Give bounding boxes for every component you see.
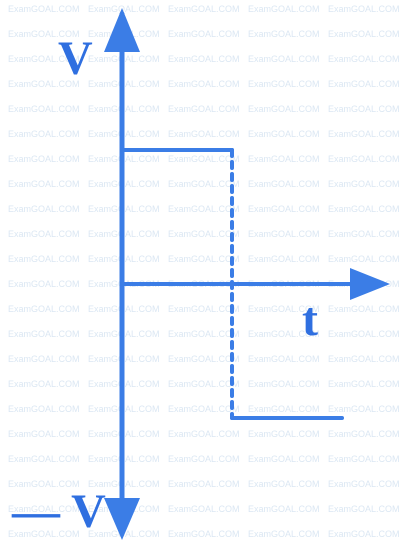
- watermark-text: ExamGOAL.COM: [8, 154, 80, 164]
- watermark-text: ExamGOAL.COM: [328, 254, 400, 264]
- watermark-text: ExamGOAL.COM: [168, 354, 240, 364]
- watermark-text: ExamGOAL.COM: [168, 79, 240, 89]
- watermark-text: ExamGOAL.COM: [248, 379, 320, 389]
- watermark-text: ExamGOAL.COM: [248, 454, 320, 464]
- watermark-text: ExamGOAL.COM: [328, 204, 400, 214]
- watermark-text: ExamGOAL.COM: [8, 179, 80, 189]
- watermark-text: ExamGOAL.COM: [248, 354, 320, 364]
- watermark-text: ExamGOAL.COM: [168, 529, 240, 539]
- watermark-text: ExamGOAL.COM: [248, 104, 320, 114]
- watermark-text: ExamGOAL.COM: [248, 429, 320, 439]
- watermark-text: ExamGOAL.COM: [328, 379, 400, 389]
- watermark-text: ExamGOAL.COM: [168, 204, 240, 214]
- y-axis-top-arrow: [104, 8, 140, 52]
- watermark-text: ExamGOAL.COM: [8, 254, 80, 264]
- watermark-text: ExamGOAL.COM: [168, 329, 240, 339]
- watermark-text: ExamGOAL.COM: [168, 254, 240, 264]
- watermark-text: ExamGOAL.COM: [248, 4, 320, 14]
- watermark-text: ExamGOAL.COM: [248, 129, 320, 139]
- watermark-text: ExamGOAL.COM: [168, 379, 240, 389]
- watermark-text: ExamGOAL.COM: [248, 29, 320, 39]
- watermark-text: ExamGOAL.COM: [8, 404, 80, 414]
- watermark-text: ExamGOAL.COM: [248, 254, 320, 264]
- watermark-text: ExamGOAL.COM: [328, 104, 400, 114]
- watermark-text: ExamGOAL.COM: [8, 354, 80, 364]
- watermark-text: ExamGOAL.COM: [8, 204, 80, 214]
- watermark-text: ExamGOAL.COM: [248, 179, 320, 189]
- watermark-text: ExamGOAL.COM: [328, 4, 400, 14]
- watermark-text: ExamGOAL.COM: [8, 29, 80, 39]
- watermark-text: ExamGOAL.COM: [168, 104, 240, 114]
- watermark-text: ExamGOAL.COM: [248, 154, 320, 164]
- watermark-text: ExamGOAL.COM: [328, 529, 400, 539]
- watermark-text: ExamGOAL.COM: [8, 429, 80, 439]
- watermark-text: ExamGOAL.COM: [168, 54, 240, 64]
- watermark-text: ExamGOAL.COM: [168, 404, 240, 414]
- watermark-text: ExamGOAL.COM: [8, 529, 80, 539]
- watermark-text: ExamGOAL.COM: [328, 54, 400, 64]
- watermark-text: ExamGOAL.COM: [248, 54, 320, 64]
- y-axis-bottom-label: — V: [11, 485, 106, 538]
- watermark-text: ExamGOAL.COM: [248, 304, 320, 314]
- series-layer: [120, 148, 344, 420]
- watermark-text: ExamGOAL.COM: [328, 179, 400, 189]
- watermark-text: ExamGOAL.COM: [8, 279, 80, 289]
- watermark-text: ExamGOAL.COM: [8, 479, 80, 489]
- watermark-text: ExamGOAL.COM: [168, 154, 240, 164]
- watermark-text: ExamGOAL.COM: [168, 429, 240, 439]
- watermark-text: ExamGOAL.COM: [248, 404, 320, 414]
- watermark-text: ExamGOAL.COM: [8, 379, 80, 389]
- watermark-text: ExamGOAL.COM: [248, 329, 320, 339]
- x-axis-label: t: [302, 293, 318, 346]
- watermark-text: ExamGOAL.COM: [168, 454, 240, 464]
- watermark-text: ExamGOAL.COM: [168, 504, 240, 514]
- watermark-text: ExamGOAL.COM: [248, 529, 320, 539]
- watermark-text: ExamGOAL.COM: [328, 354, 400, 364]
- watermark-text: ExamGOAL.COM: [248, 79, 320, 89]
- watermark-text: ExamGOAL.COM: [328, 454, 400, 464]
- watermark-text: ExamGOAL.COM: [8, 4, 80, 14]
- watermark-text: ExamGOAL.COM: [168, 129, 240, 139]
- watermark-text: ExamGOAL.COM: [328, 29, 400, 39]
- watermark-text: ExamGOAL.COM: [328, 329, 400, 339]
- y-axis-bottom-arrow: [104, 498, 140, 540]
- watermark-text: ExamGOAL.COM: [8, 54, 80, 64]
- watermark-text: ExamGOAL.COM: [8, 229, 80, 239]
- watermark-text: ExamGOAL.COM: [8, 504, 80, 514]
- y-axis-top-label: V: [58, 32, 93, 85]
- watermark-text: ExamGOAL.COM: [248, 479, 320, 489]
- watermark-text: ExamGOAL.COM: [168, 304, 240, 314]
- x-axis-arrow: [350, 268, 390, 300]
- watermark-text: ExamGOAL.COM: [8, 129, 80, 139]
- watermark-text: ExamGOAL.COM: [328, 79, 400, 89]
- watermark-text: ExamGOAL.COM: [88, 4, 160, 14]
- watermark-text: ExamGOAL.COM: [168, 229, 240, 239]
- watermark-text: ExamGOAL.COM: [8, 104, 80, 114]
- watermark-text: ExamGOAL.COM: [328, 229, 400, 239]
- watermark-text: ExamGOAL.COM: [328, 504, 400, 514]
- watermark-text: ExamGOAL.COM: [328, 404, 400, 414]
- watermark-text: ExamGOAL.COM: [168, 179, 240, 189]
- watermark-text: ExamGOAL.COM: [328, 479, 400, 489]
- watermark-text: ExamGOAL.COM: [328, 154, 400, 164]
- watermark-text: ExamGOAL.COM: [168, 4, 240, 14]
- watermark-text: ExamGOAL.COM: [328, 304, 400, 314]
- watermark-text: ExamGOAL.COM: [248, 504, 320, 514]
- watermark-text: ExamGOAL.COM: [328, 129, 400, 139]
- watermark-text: ExamGOAL.COM: [8, 304, 80, 314]
- watermark-text: ExamGOAL.COM: [8, 79, 80, 89]
- watermark-text: ExamGOAL.COM: [168, 479, 240, 489]
- watermark-text: ExamGOAL.COM: [168, 29, 240, 39]
- watermark-text: ExamGOAL.COM: [8, 454, 80, 464]
- watermark-text: ExamGOAL.COM: [328, 429, 400, 439]
- watermark-text: ExamGOAL.COM: [248, 229, 320, 239]
- watermark-text: ExamGOAL.COM: [248, 204, 320, 214]
- watermark-text: ExamGOAL.COM: [8, 329, 80, 339]
